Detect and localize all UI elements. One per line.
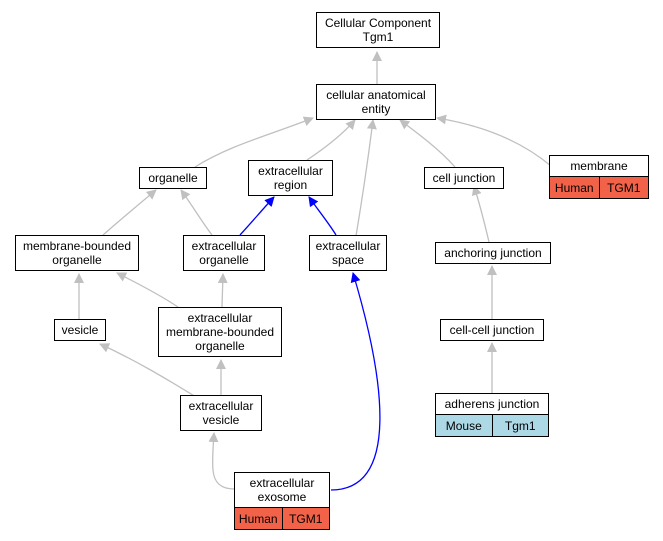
node-label: extracellular <box>258 164 323 178</box>
edge-extracellular-region-to-cae <box>306 119 356 161</box>
species-badge-extracellular-exosome: Human TGM1 <box>234 507 330 530</box>
species-cell: Human <box>235 508 282 529</box>
edge-exosome-to-es <box>330 272 381 491</box>
node-adherens-junction[interactable]: adherens junction <box>435 393 549 415</box>
node-label: vesicle <box>61 323 99 337</box>
edge-extracellular-space-to-cae <box>355 119 377 237</box>
gene-cell: TGM1 <box>281 508 329 529</box>
node-anchoring-junction[interactable]: anchoring junction <box>435 242 551 264</box>
node-vesicle[interactable]: vesicle <box>54 319 106 341</box>
node-cell-cell-junction[interactable]: cell-cell junction <box>440 319 544 341</box>
edge-es-to-extracellular-region <box>308 196 337 236</box>
node-label: cell-cell junction <box>449 323 535 337</box>
node-label: organelle <box>199 253 249 267</box>
edge-eo-to-extracellular-region <box>239 196 275 236</box>
node-label: extracellular <box>249 476 315 490</box>
node-label: space <box>331 253 364 267</box>
node-label: exosome <box>257 490 307 504</box>
node-label: extracellular <box>191 239 257 253</box>
node-label: extracellular <box>187 311 253 325</box>
node-membrane[interactable]: membrane <box>549 155 649 177</box>
gene-cell: TGM1 <box>598 177 648 198</box>
node-label: cellular anatomical <box>326 88 426 102</box>
node-label: adherens junction <box>444 397 540 411</box>
edge-organelle-to-cae <box>194 116 314 168</box>
edge-exosome-to-ev <box>208 432 235 490</box>
edge-membrane-to-cae <box>436 114 552 167</box>
node-organelle[interactable]: organelle <box>139 167 207 189</box>
species-cell: Mouse <box>436 415 492 436</box>
node-label: anchoring junction <box>444 246 542 260</box>
edge-embo-to-eo <box>217 273 228 308</box>
node-label: vesicle <box>202 413 240 427</box>
node-label: membrane-bounded <box>22 239 132 253</box>
node-cell-junction[interactable]: cell junction <box>424 167 504 189</box>
edge-ev-to-vesicle <box>99 343 197 398</box>
node-label: organelle <box>148 171 198 185</box>
node-label: organelle <box>195 339 245 353</box>
node-label: region <box>273 178 308 192</box>
node-label: membrane-bounded <box>165 325 275 339</box>
node-label: organelle <box>52 253 102 267</box>
species-badge-membrane: Human TGM1 <box>549 176 649 199</box>
node-label: entity <box>361 102 391 116</box>
node-label: cell junction <box>432 171 496 185</box>
edge-anchoring-to-cell-junction <box>471 185 490 243</box>
species-cell: Human <box>550 177 599 198</box>
edge-mbo-to-organelle <box>102 189 157 236</box>
node-label: Cellular Component <box>324 16 432 30</box>
node-label: membrane <box>570 159 628 173</box>
gene-cell: Tgm1 <box>491 415 548 436</box>
edge-embo-to-mbo <box>116 272 179 308</box>
edge-cell-junction-to-cae <box>399 119 456 168</box>
node-label: Tgm1 <box>362 30 394 44</box>
node-label: extracellular <box>188 399 254 413</box>
edge-eo-to-organelle <box>180 189 213 236</box>
species-badge-adherens-junction: Mouse Tgm1 <box>435 414 549 437</box>
node-label: extracellular <box>315 239 381 253</box>
